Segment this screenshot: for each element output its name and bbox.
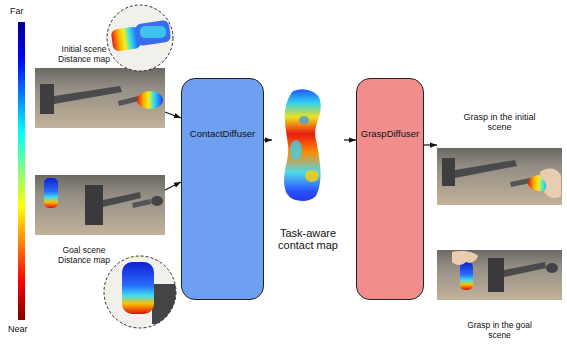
color-bar-part: [18, 22, 25, 320]
goal-distance-inset-part: [104, 256, 176, 328]
scene-image: Initial scene Distance map: [35, 45, 165, 128]
contact-map-image: [278, 86, 328, 206]
flow-arrow: [264, 139, 272, 140]
box-title: GraspDiffuser: [361, 129, 419, 140]
node-caption: Task-aware contact map: [272, 227, 344, 252]
grasp-goal-image-part: [460, 262, 473, 290]
initial-scene-image-part: [137, 91, 163, 109]
contact-map-image-part-part: [299, 116, 309, 124]
goal-distance-inset-part: [122, 262, 178, 324]
goal-scene-image-part: [44, 178, 58, 208]
color-bar: [18, 22, 25, 320]
initial-distance-inset-part: [111, 20, 172, 52]
grasp-initial-image: [437, 148, 562, 205]
flow-arrow: [165, 182, 181, 190]
goal-distance-inset-part-part: [122, 262, 154, 314]
grasp-goal-image-part: [504, 262, 546, 277]
grasp-initial-image-part: [442, 158, 455, 186]
scale-label: Far: [10, 6, 24, 16]
contact-map-image-part-part: [290, 140, 302, 160]
goal-scene-image-part: [151, 196, 163, 206]
contact-map-image-part-part: [278, 86, 328, 206]
grasp-goal-image-part: [546, 263, 558, 273]
initial-distance-inset-part-part: [135, 20, 172, 47]
contact-map-image-part: [278, 86, 328, 206]
grasp-goal-image-part: [437, 250, 562, 300]
initial-distance-inset-part: [107, 5, 173, 71]
grasp-goal-image-part: [488, 258, 504, 292]
scale-label: Near: [8, 324, 28, 334]
grasp-goal-image-part: [452, 251, 478, 265]
grasp-image: Grasp in the initial scene: [437, 112, 562, 205]
goal-scene-image-part: [132, 199, 151, 208]
initial-scene-image-part: [118, 96, 139, 106]
flow-arrow: [424, 144, 437, 145]
box-title: ContactDiffuser: [190, 129, 255, 140]
initial-scene-image: [35, 68, 165, 128]
node-caption: Goal scene Distance map: [53, 246, 115, 266]
process-box: GraspDiffuser: [356, 78, 424, 300]
flow-arrow: [165, 112, 181, 118]
goal-distance-inset: [104, 256, 178, 328]
contact-map-image-part-part: [305, 170, 319, 182]
initial-scene-image-part: [35, 68, 165, 128]
initial-distance-inset-part: [107, 5, 173, 71]
node-caption: Grasp in the goal scene: [458, 321, 542, 341]
goal-scene-image: [35, 175, 165, 235]
node-caption: Initial scene Distance map: [53, 45, 115, 65]
grasp-initial-image-part: [540, 169, 561, 199]
initial-scene-image-part: [40, 84, 54, 114]
initial-distance-inset: [107, 5, 173, 71]
flow-arrow: [344, 139, 356, 140]
grasp-goal-image: [437, 250, 562, 300]
process-box: ContactDiffuser: [181, 78, 264, 300]
scene-image: Goal scene Distance map: [35, 175, 165, 266]
initial-scene-image-part: [54, 86, 122, 104]
grasp-initial-image-part: [437, 148, 562, 205]
grasp-image: Grasp in the goal scene: [437, 250, 562, 341]
initial-distance-inset-part-part: [140, 26, 166, 38]
contact-map: Task-aware contact map: [272, 88, 344, 252]
grasp-initial-image-part: [510, 178, 531, 187]
goal-scene-image-part: [85, 185, 103, 225]
grasp-initial-image-part: [455, 160, 517, 178]
node-caption: Grasp in the initial scene: [455, 112, 545, 133]
goal-scene-image-part: [35, 175, 165, 235]
